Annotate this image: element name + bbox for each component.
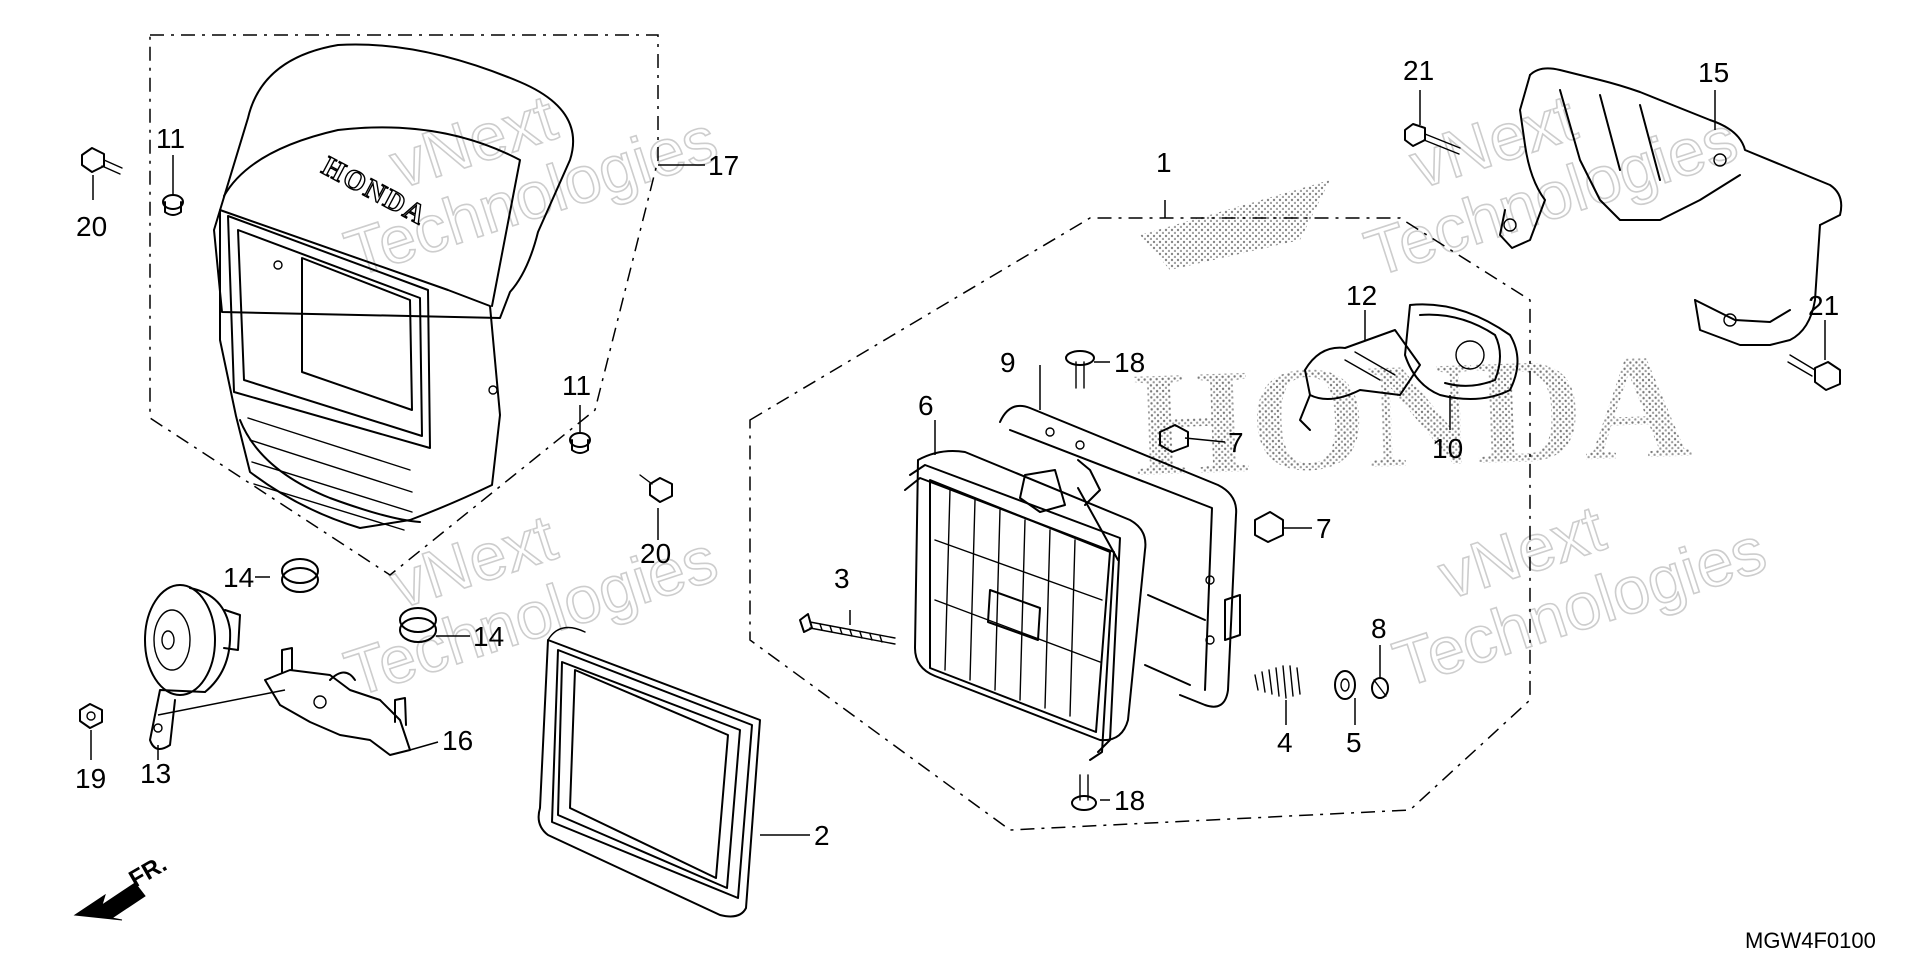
callout-15: 15 xyxy=(1698,57,1729,88)
callout-20-lower: 20 xyxy=(640,538,671,569)
bulb-and-socket xyxy=(1299,303,1519,431)
callout-18-upper: 18 xyxy=(1114,347,1145,378)
screw-3 xyxy=(799,613,896,645)
callout-9: 9 xyxy=(1000,347,1016,378)
callout-19: 19 xyxy=(75,763,106,794)
collar-11-upper xyxy=(162,194,184,216)
bolt-21-lower xyxy=(1787,354,1841,391)
callout-20-upper: 20 xyxy=(76,211,107,242)
washer-5 xyxy=(1334,670,1356,700)
diagram-code: MGW4F0100 xyxy=(1745,928,1876,953)
callout-5: 5 xyxy=(1346,727,1362,758)
callout-16: 16 xyxy=(442,725,473,756)
leader-lines xyxy=(90,90,1826,836)
callout-17: 17 xyxy=(708,150,739,181)
headlight-group-outline xyxy=(749,217,1531,831)
spring-4 xyxy=(1254,665,1301,699)
headlight-bracket xyxy=(1499,67,1843,346)
bolt-20-lower xyxy=(639,474,673,503)
callout-1: 1 xyxy=(1156,147,1172,178)
nut-7-upper xyxy=(1159,424,1189,453)
front-direction-arrow-icon: FR. xyxy=(73,850,171,921)
headlight-rim xyxy=(537,626,761,918)
callout-7-lower: 7 xyxy=(1316,513,1332,544)
callout-14-upper: 14 xyxy=(223,562,254,593)
headlight-lens-unit xyxy=(904,450,1147,761)
bolt-20-upper xyxy=(81,147,123,175)
callout-7-upper: 7 xyxy=(1228,427,1244,458)
callout-8: 8 xyxy=(1371,613,1387,644)
callout-11-upper: 11 xyxy=(156,123,185,154)
nut-19 xyxy=(79,703,103,729)
callout-4: 4 xyxy=(1277,727,1293,758)
callout-labels: 11 20 17 11 20 14 14 19 13 16 2 1 3 9 18… xyxy=(75,55,1839,851)
horn xyxy=(144,584,241,750)
rubber-14-upper xyxy=(281,558,319,593)
callout-14-lower: 14 xyxy=(473,621,504,652)
rubber-14-lower xyxy=(399,607,437,643)
callout-6: 6 xyxy=(918,390,934,421)
nut-8 xyxy=(1371,677,1389,699)
callout-12: 12 xyxy=(1346,280,1377,311)
nut-7-lower xyxy=(1254,511,1284,543)
callout-21-lower: 21 xyxy=(1808,290,1839,321)
callout-11-lower: 11 xyxy=(562,370,591,401)
callout-10: 10 xyxy=(1432,433,1463,464)
callout-2: 2 xyxy=(814,820,830,851)
background-honda-wordmark: HONDA xyxy=(1130,323,1694,508)
headlight-case xyxy=(999,404,1241,708)
callout-13: 13 xyxy=(140,758,171,789)
screw-18-upper xyxy=(1065,350,1095,389)
cowl-group-outline xyxy=(149,34,659,576)
callout-3: 3 xyxy=(834,563,850,594)
callout-21-upper: 21 xyxy=(1403,55,1434,86)
callout-18-lower: 18 xyxy=(1114,785,1145,816)
screw-18-lower xyxy=(1071,774,1097,811)
bolt-21-upper xyxy=(1404,123,1461,155)
collar-11-lower xyxy=(569,432,591,454)
